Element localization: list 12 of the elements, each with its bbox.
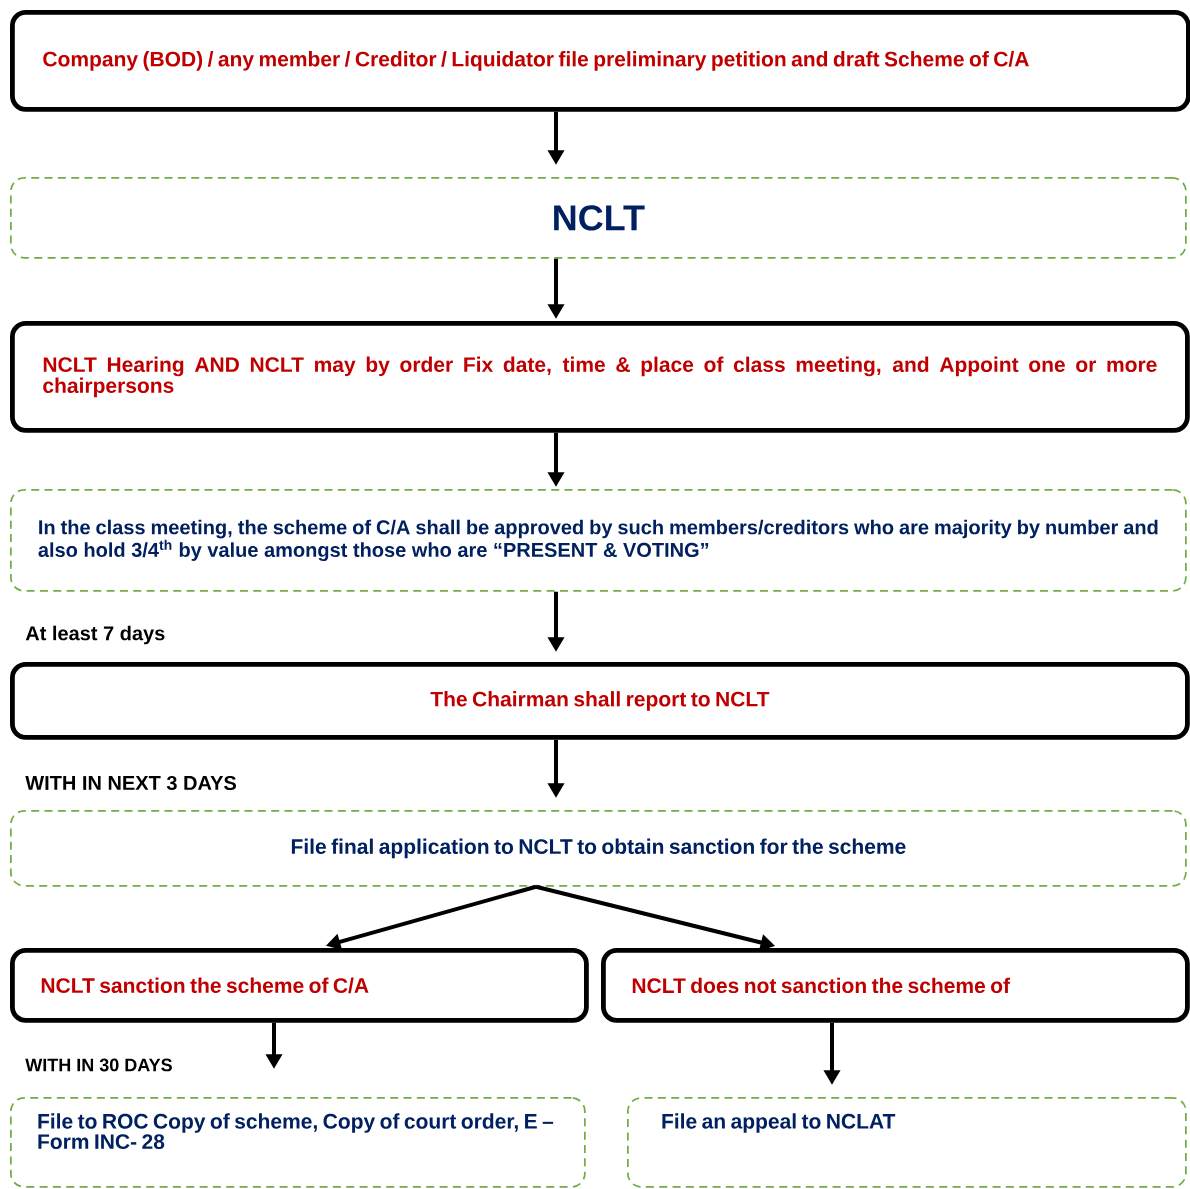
process-box: The Chairman shall report to NCLT xyxy=(10,662,1190,740)
step-box: File an appeal to NCLAT xyxy=(627,1097,1187,1188)
outcome-box: NCLT sanction the scheme of C/A xyxy=(10,948,589,1023)
process-box: Company (BOD) / any member / Creditor / Liquidator file preliminary petition and draft Scheme of C/A xyxy=(10,10,1190,112)
step-box: File final application to NCLT to obtain sanction for the scheme xyxy=(10,810,1187,887)
timing-label: At least 7 days xyxy=(25,625,165,645)
timing-label: WITH IN NEXT 3 DAYS xyxy=(25,775,236,791)
process-box: NCLT Hearing AND NCLT may by order Fix date, time & place of class meeting, and Appoint one or more chairpersons xyxy=(10,321,1190,433)
timing-label: WITH IN 30 DAYS xyxy=(25,1058,172,1072)
outcome-box: NCLT does not sanction the scheme of xyxy=(601,948,1190,1023)
step-box: File to ROC Copy of scheme, Copy of court order, E – Form INC- 28 xyxy=(10,1097,586,1188)
court-box: NCLT xyxy=(10,177,1187,259)
